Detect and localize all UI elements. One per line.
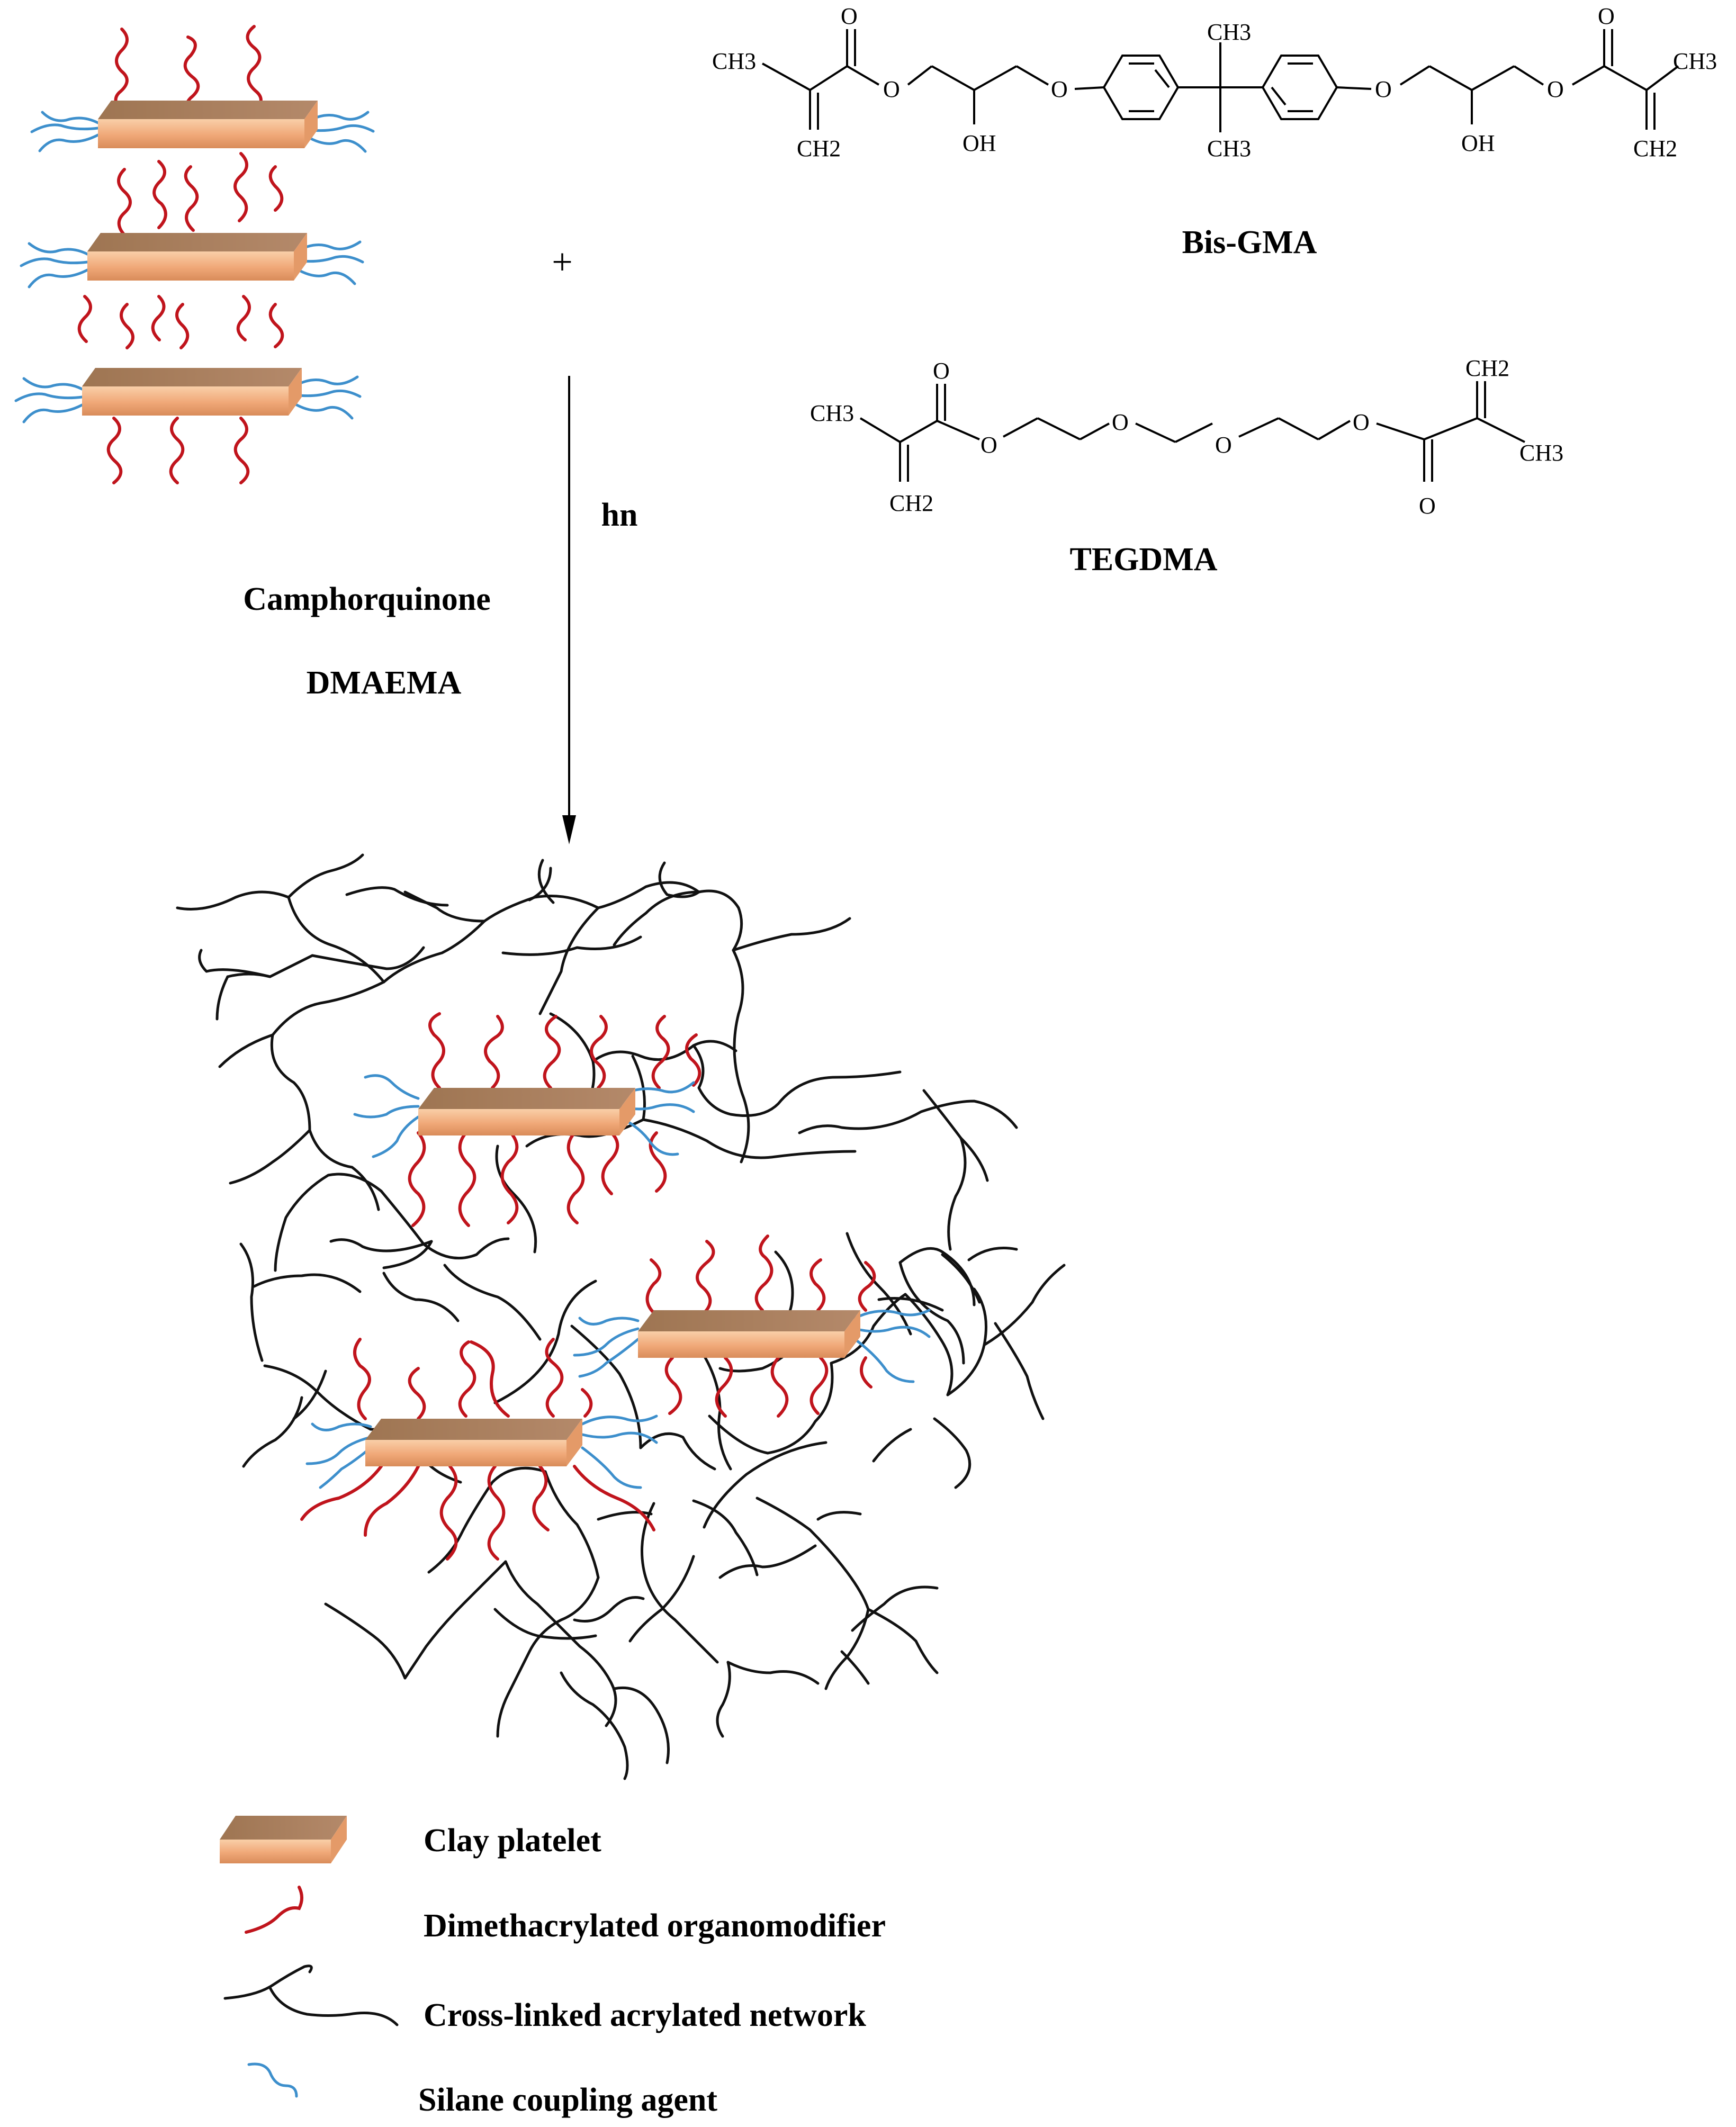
bis-gma-ester-o-right: O	[1547, 76, 1564, 102]
stack-organomodifier-chains	[77, 25, 284, 484]
legend-silane-label: Silane coupling agent	[418, 2082, 717, 2118]
tegdma-carbonyl-o-right: O	[1419, 493, 1436, 519]
bis-gma-ch3-left: CH3	[712, 48, 756, 74]
nanocomposite-clay-platelet-3	[365, 1419, 582, 1466]
legend-network-label: Cross-linked acrylated network	[424, 1997, 866, 2033]
tegdma-ch2-left: CH2	[889, 490, 933, 516]
nanocomposite-clay-platelet-1	[418, 1088, 635, 1135]
plus-sign: +	[552, 242, 572, 283]
coinitiator-label: DMAEMA	[307, 665, 462, 701]
bis-gma-ch2-right: CH2	[1633, 136, 1677, 161]
bis-gma-carbonyl-o-left: O	[841, 3, 858, 29]
legend-silane-swatch	[247, 2062, 298, 2098]
tegdma-ester-o-left: O	[981, 432, 997, 458]
nanocomposite-organomodifier-chains	[300, 1012, 876, 1561]
intercalated-clay-stack	[14, 25, 375, 484]
tegdma-ether-o-2: O	[1215, 432, 1232, 458]
tegdma-ch3-right: CH3	[1519, 440, 1563, 466]
legend-clay-platelet-swatch	[220, 1816, 347, 1863]
bis-gma-label: Bis-GMA	[1182, 224, 1317, 260]
bis-gma-structure: CH3 CH2 O O OH O CH3 CH3 O OH O O CH3 CH…	[712, 3, 1717, 260]
bis-gma-ch2-left: CH2	[797, 136, 841, 161]
bis-gma-ch3-bottom: CH3	[1207, 136, 1251, 161]
light-condition-label: hn	[601, 497, 638, 533]
bis-gma-carbonyl-o-right: O	[1598, 3, 1615, 29]
reaction-arrow	[562, 376, 576, 844]
tegdma-ether-o-1: O	[1112, 409, 1129, 435]
tegdma-carbonyl-o-left: O	[933, 358, 950, 384]
cross-linked-network	[176, 853, 1066, 1780]
tegdma-ester-o-right: O	[1353, 409, 1370, 435]
bis-gma-oh-right: OH	[1461, 130, 1495, 156]
tegdma-ch2-right: CH2	[1465, 355, 1509, 381]
stack-clay-platelet-1	[98, 101, 318, 148]
legend: Clay platelet Dimethacrylated organomodi…	[220, 1816, 886, 2118]
legend-organomodifier-label: Dimethacrylated organomodifier	[424, 1908, 886, 1944]
bis-gma-ch3-right: CH3	[1673, 48, 1717, 74]
tegdma-structure: CH3 CH2 O O O O O O CH2 CH3 TEGDMA	[810, 355, 1563, 578]
initiator-label: Camphorquinone	[243, 581, 490, 617]
tegdma-label: TEGDMA	[1070, 542, 1218, 578]
exfoliated-nanocomposite	[176, 853, 1066, 1780]
bis-gma-ether-o-right: O	[1375, 76, 1392, 102]
bis-gma-ch3-top: CH3	[1207, 19, 1251, 45]
stack-clay-platelet-2	[87, 233, 307, 281]
tegdma-ch3-left: CH3	[810, 400, 854, 426]
bis-gma-oh-left: OH	[963, 130, 996, 156]
legend-clay-platelet-label: Clay platelet	[424, 1823, 601, 1859]
legend-network-swatch	[223, 1964, 399, 2026]
stack-clay-platelet-3	[82, 368, 302, 416]
bis-gma-ether-o-left: O	[1051, 76, 1068, 102]
bis-gma-ester-o-left: O	[883, 76, 900, 102]
nanocomposite-clay-platelet-2	[638, 1310, 860, 1358]
legend-organomodifier-swatch	[245, 1886, 303, 1934]
